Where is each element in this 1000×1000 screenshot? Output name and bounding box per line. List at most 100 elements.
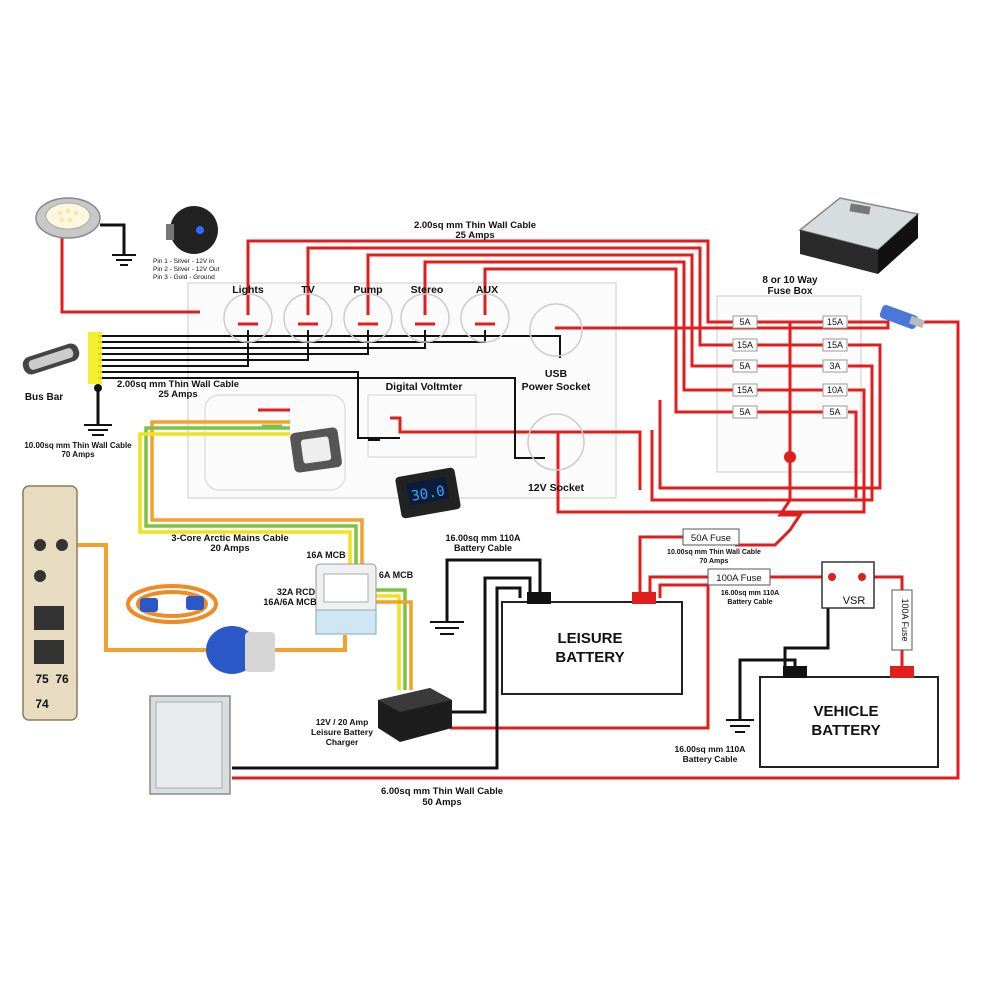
fuse-50a-label: 50A Fuse [691,533,731,544]
mains-socket-icon [290,427,342,473]
hookup-cable-icon [126,584,218,624]
fuse-right-4: 10A [827,385,843,395]
hookup-unit-icon [22,485,78,721]
mcb-6a-label: 6A MCB [379,570,414,580]
voltmeter-label: Digital Voltmter [386,381,463,393]
usb-socket-label-1: USB [545,368,568,380]
fuse-box-icon [798,197,920,274]
vehicle-battery-label-2: BATTERY [811,722,880,739]
switch-panel [187,282,617,499]
hookup-number-75: 75 [35,672,49,686]
fuse-row-2 [732,338,848,352]
inlet-socket-icon [206,626,275,674]
mains-wires [70,420,413,690]
fuse-left-1: 5A [739,317,750,327]
fuse-row-3 [732,359,848,373]
mcb-16a-label: 16A MCB [306,550,346,560]
vsr-label: VSR [843,595,866,607]
fuse-left-5: 5A [739,407,750,417]
12v-socket-label: 12V Socket [528,482,585,494]
fuse-50a-box [682,528,740,546]
leisure-battery-label-2: BATTERY [555,649,624,666]
usb-socket-icon [529,303,583,357]
ground-cable-label-1: 10.00sq mm Thin Wall Cable [24,441,132,450]
vsr-icon [821,561,875,609]
voltmeter-icon [395,467,461,519]
bus-cable-label-1: 2.00sq mm Thin Wall Cable [117,379,239,390]
vehicle-cable-label-2: Battery Cable [683,754,738,764]
switch-pin-1: Pin 1 - Silver - 12V in [153,258,214,265]
vehicle-battery-icon [759,666,939,768]
voltmeter-reading: 30.0 [410,483,446,505]
led-light-icon [35,197,101,239]
fuse-row-5 [732,405,848,419]
charger-label-2: Leisure Battery [311,727,373,737]
rcd-label-2: 16A/6A MCB [263,597,317,607]
switch-label-aux: AUX [476,284,498,296]
vehicle-cable-label-1: 16.00sq mm 110A [675,744,746,754]
negative-wires [84,223,830,770]
fuse-100a-vertical-box [891,589,913,651]
battery-cable-label-2: Battery Cable [454,543,512,553]
consumer-unit-icon [315,563,377,635]
charger-label-1: 12V / 20 Amp [316,717,369,727]
fuse-right-3: 3A [829,361,840,371]
fuse-box-label-2: Fuse Box [767,286,812,297]
ground-cable-label-2: 70 Amps [61,450,95,459]
switch-pump-icon [343,293,393,343]
switch-tv-icon [283,293,333,343]
vehicle-battery-label-1: VEHICLE [813,703,878,720]
fuse-row-1 [732,315,848,329]
switch-pin-3: Pin 3 - Gold - Ground [153,274,215,281]
battery-cable-label-1: 16.00sq mm 110A [445,533,521,543]
mains-cable-label-1: 3-Core Arctic Mains Cable [171,533,288,544]
switch-aux-icon [460,293,510,343]
fuse50-cable-label-2: 70 Amps [700,558,729,565]
fuse-left-3: 5A [739,361,750,371]
fuse100-cable-label-2: Battery Cable [727,599,772,606]
fuse-right-1: 15A [827,317,843,327]
switch-stereo-icon [400,293,450,343]
mains-cable-label-2: 20 Amps [210,543,249,554]
switch-lights-icon [223,293,273,343]
fuse-left-4: 15A [737,385,753,395]
switch-label-lights: Lights [232,284,264,296]
charger-label-3: Charger [326,737,359,747]
positive-wires [60,238,960,780]
fuse100-cable-label-1: 16.00sq mm 110A [721,590,779,597]
switch-label-pump: Pump [353,284,382,296]
rocker-switch-icon [166,206,218,254]
usb-socket-label-2: Power Socket [522,381,591,393]
hookup-number-76: 76 [55,672,69,686]
hookup-number-74: 74 [35,697,49,711]
leisure-battery-label-1: LEISURE [557,630,622,647]
fridge-icon [149,695,231,795]
top-cable-label-2: 25 Amps [455,230,494,241]
bottom-cable-label-2: 50 Amps [422,797,461,808]
fuse-right-5: 5A [829,407,840,417]
bottom-cable-label-1: 6.00sq mm Thin Wall Cable [381,786,503,797]
bus-cable-label-2: 25 Amps [158,389,197,400]
voltmeter-panel [367,394,477,458]
fuse-100a-vertical-label: 100A Fuse [900,598,910,641]
switch-label-tv: TV [301,284,314,296]
bus-bar-icon [22,343,80,375]
top-cable-label-1: 2.00sq mm Thin Wall Cable [414,220,536,231]
switch-pin-2: Pin 2 - Silver - 12V Out [153,266,220,273]
fuse-left-2: 15A [737,340,753,350]
fuse-100a-box [707,568,771,586]
fuse-right-2: 15A [827,340,843,350]
fuse50-cable-label-1: 10.00sq mm Thin Wall Cable [667,549,761,556]
leisure-battery-icon [501,592,683,695]
fuse-bus-junction [784,451,796,463]
blade-connector-icon [879,305,925,329]
mains-socket-panel [204,394,346,491]
fuse-box-label-1: 8 or 10 Way [762,275,818,286]
fuse-row-4 [732,383,848,397]
bus-bar-label: Bus Bar [25,392,63,403]
charger-icon [378,688,452,742]
12v-socket-icon [527,413,585,471]
switch-label-stereo: Stereo [411,284,444,296]
rcd-label-1: 32A RCD [277,587,316,597]
